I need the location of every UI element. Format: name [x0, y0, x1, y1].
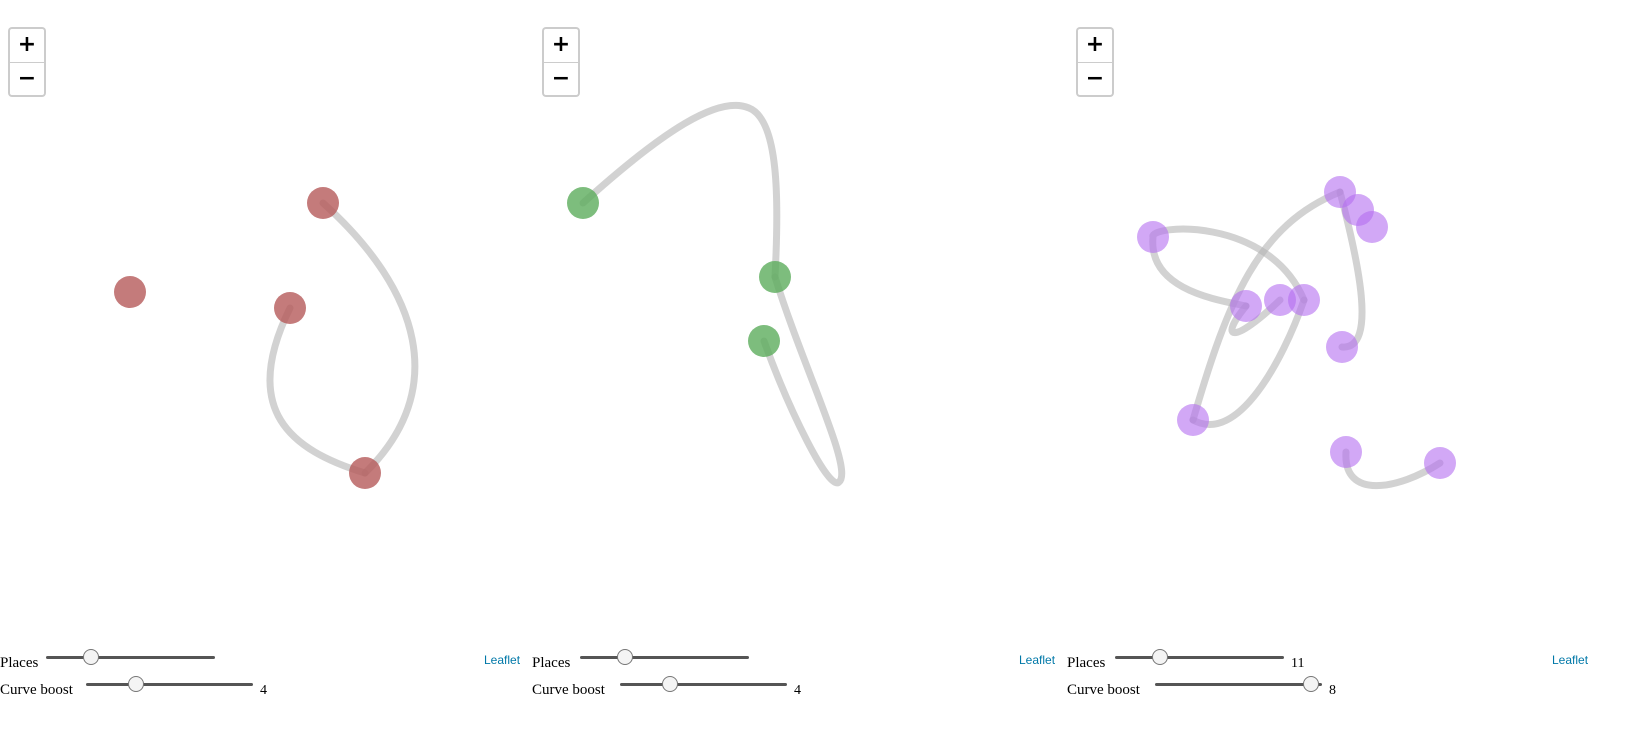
route-layer-2: [567, 101, 846, 487]
route-line[interactable]: [1189, 296, 1308, 428]
slider-track: [86, 683, 253, 686]
places-value: 11: [1291, 656, 1305, 671]
places-slider[interactable]: [1115, 649, 1284, 665]
slider-track: [620, 683, 787, 686]
slider-thumb[interactable]: [128, 676, 144, 692]
place-marker[interactable]: [1326, 331, 1358, 363]
zoom-in-button[interactable]: +: [10, 29, 44, 63]
place-marker[interactable]: [1356, 211, 1388, 243]
place-marker[interactable]: [748, 325, 780, 357]
zoom-control: + −: [542, 27, 580, 97]
curve-boost-value: 4: [260, 683, 267, 698]
map-view-3[interactable]: + −: [1068, 0, 1602, 658]
place-marker[interactable]: [1424, 447, 1456, 479]
place-marker[interactable]: [274, 292, 306, 324]
curve-boost-slider[interactable]: [1155, 676, 1322, 692]
map-panel-3: + − Leaflet Places 11 Curve boost 8: [1067, 0, 1602, 744]
place-marker[interactable]: [759, 261, 791, 293]
place-marker[interactable]: [114, 276, 146, 308]
places-label: Places: [532, 655, 571, 671]
zoom-in-button[interactable]: +: [1078, 29, 1112, 63]
slider-thumb[interactable]: [83, 649, 99, 665]
leaflet-attribution-link[interactable]: Leaflet: [484, 653, 521, 667]
map-panel-1: + − Leaflet Places Curve boost 4: [0, 0, 534, 744]
place-marker[interactable]: [1230, 290, 1262, 322]
place-marker[interactable]: [1330, 436, 1362, 468]
zoom-control: + −: [1076, 27, 1114, 97]
places-label: Places: [0, 655, 39, 671]
zoom-out-button[interactable]: −: [17, 66, 37, 91]
curve-boost-slider[interactable]: [86, 676, 253, 692]
slider-track: [1155, 683, 1322, 686]
map-panel-2: + − Leaflet Places Curve boost 4: [532, 0, 1068, 744]
leaflet-attribution-link[interactable]: Leaflet: [1552, 653, 1589, 667]
route-line[interactable]: [319, 199, 419, 477]
route-line[interactable]: [1189, 188, 1344, 424]
places-label: Places: [1067, 655, 1106, 671]
map-view-2[interactable]: + −: [534, 0, 1068, 658]
route-line[interactable]: [760, 273, 846, 487]
route-line[interactable]: [266, 304, 369, 477]
route-line[interactable]: [579, 101, 781, 281]
zoom-in-button[interactable]: +: [544, 29, 578, 63]
place-marker[interactable]: [567, 187, 599, 219]
slider-thumb[interactable]: [662, 676, 678, 692]
slider-track: [46, 656, 215, 659]
curve-boost-value: 4: [794, 683, 801, 698]
places-slider[interactable]: [46, 649, 215, 665]
slider-thumb[interactable]: [1303, 676, 1319, 692]
slider-thumb[interactable]: [1152, 649, 1168, 665]
places-slider[interactable]: [580, 649, 749, 665]
place-marker[interactable]: [307, 187, 339, 219]
curve-boost-slider[interactable]: [620, 676, 787, 692]
route-layer-3: [1137, 176, 1456, 489]
curve-boost-label: Curve boost: [1067, 682, 1140, 698]
leaflet-attribution-link[interactable]: Leaflet: [1019, 653, 1056, 667]
zoom-out-button[interactable]: −: [551, 66, 571, 91]
zoom-control: + −: [8, 27, 46, 97]
zoom-out-button[interactable]: −: [1085, 66, 1105, 91]
slider-track: [1115, 656, 1284, 659]
place-marker[interactable]: [1177, 404, 1209, 436]
curve-boost-label: Curve boost: [532, 682, 605, 698]
place-marker[interactable]: [349, 457, 381, 489]
curve-boost-value: 8: [1329, 683, 1336, 698]
slider-track: [580, 656, 749, 659]
place-marker[interactable]: [1264, 284, 1296, 316]
map-view-1[interactable]: + −: [0, 0, 534, 658]
curve-boost-label: Curve boost: [0, 682, 73, 698]
place-marker[interactable]: [1288, 284, 1320, 316]
place-marker[interactable]: [1137, 221, 1169, 253]
route-layer-1: [114, 187, 419, 489]
slider-thumb[interactable]: [617, 649, 633, 665]
